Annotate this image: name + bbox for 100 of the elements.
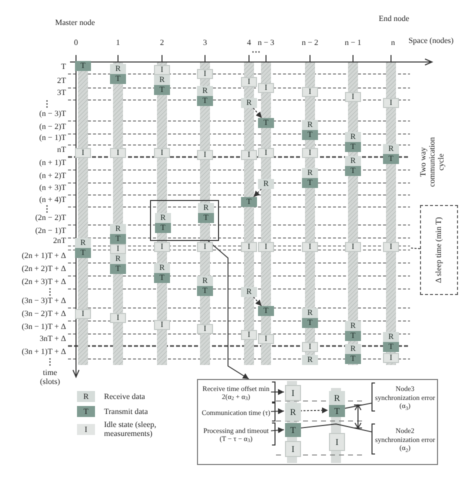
node-title: Master node	[55, 18, 95, 27]
time-slot-label: (n + 3)T	[38, 183, 66, 193]
idle-block: I	[302, 342, 318, 352]
idle-block: I	[154, 65, 170, 75]
idle-block: I	[197, 324, 213, 334]
time-slot-label: (2n − 1)T	[34, 226, 66, 236]
time-slot-label: 2nT	[52, 236, 66, 246]
transmit-block: T	[110, 234, 126, 244]
axis-title: Space (nodes)	[408, 36, 454, 45]
idle-block: I	[154, 320, 170, 330]
receive-block: R	[302, 355, 318, 365]
time-slot-label: (n − 1)T	[38, 133, 66, 143]
receive-block: R	[75, 238, 91, 248]
time-slot-label: (3n − 3)T + Δ	[20, 296, 66, 306]
time-slot-label: 2T	[56, 76, 66, 86]
receive-block: R	[383, 144, 399, 154]
time-slot-label: (n + 1)T	[38, 158, 66, 168]
time-slot-label: 3nT + Δ	[38, 334, 66, 344]
transmit-block: T	[197, 286, 213, 296]
sleep-time-note: Δ sleep time (min T)	[434, 216, 444, 285]
time-slot-label: (3n − 2)T + Δ	[20, 309, 66, 319]
idle-block: I	[110, 313, 126, 323]
arrow	[208, 240, 250, 380]
receive-block: R	[345, 344, 361, 354]
receive-block: R	[302, 168, 318, 178]
highlight-frame	[150, 200, 219, 241]
cycle-label: Two way communication cycle	[418, 136, 446, 189]
time-slot-label: (2n + 3)T + Δ	[20, 277, 66, 287]
time-slot-label: (2n + 1)T + Δ	[20, 251, 66, 261]
transmit-block: T	[302, 318, 318, 328]
legend-letter: I	[84, 426, 88, 434]
transmit-block: T	[285, 423, 301, 437]
legend-letter: T	[84, 408, 88, 416]
time-slot-label: (n + 4)T	[38, 195, 66, 205]
transmit-block: T	[383, 342, 399, 352]
node-number: 3	[202, 38, 208, 47]
idle-block: I	[197, 150, 213, 160]
receive-block: R	[241, 98, 257, 108]
receive-block: R	[302, 120, 318, 130]
time-slot-label: 3T	[56, 88, 66, 98]
idle-block: I	[154, 242, 170, 252]
transmit-block: T	[383, 154, 399, 164]
idle-block: I	[241, 242, 257, 252]
transmit-block: T	[345, 331, 361, 341]
transmit-block: T	[75, 61, 91, 71]
transmit-block: T	[345, 166, 361, 176]
arrow	[270, 389, 284, 395]
receive-block: R	[258, 179, 274, 189]
receive-block: R	[345, 321, 361, 331]
idle-block: I	[197, 242, 213, 252]
receive-block: R	[285, 403, 301, 421]
idle-block: I	[302, 148, 318, 158]
transmit-block: T	[198, 213, 214, 223]
transmit-block: T	[258, 118, 274, 128]
idle-block: I	[329, 433, 345, 451]
node-number: 1	[115, 38, 121, 47]
idle-block: I	[258, 83, 274, 93]
idle-block: I	[383, 353, 399, 363]
node-number: n − 2	[300, 38, 320, 47]
node-title: End node	[378, 14, 410, 23]
time-slot-label: nT	[56, 145, 66, 155]
transmit-block: T	[329, 405, 345, 417]
receive-block: R	[383, 332, 399, 342]
idle-block: I	[258, 334, 274, 344]
receive-block: R	[155, 213, 171, 223]
receive-block: R	[110, 254, 126, 264]
idle-block: I	[285, 385, 301, 401]
receive-block: R	[329, 391, 345, 405]
legend-text: Idle state (sleep, measurements)	[104, 420, 158, 438]
receive-block: R	[154, 75, 170, 85]
time-slot-label: (n + 2)T	[38, 171, 66, 181]
dashed-box	[420, 205, 458, 295]
time-slot-label: (n − 2)T	[38, 122, 66, 132]
receive-block: R	[197, 86, 213, 96]
receive-block: R	[241, 287, 257, 297]
transmit-block: T	[155, 223, 171, 233]
transmit-block: T	[197, 96, 213, 106]
node-number: n − 3	[256, 38, 276, 47]
time-slot-label: (2n + 2)T + Δ	[20, 264, 66, 274]
idle-block: I	[383, 242, 399, 252]
axis-title: time (slots)	[39, 368, 61, 386]
time-slot-label: (n − 3)T	[38, 109, 66, 119]
idle-block: I	[302, 242, 318, 252]
idle-block: I	[383, 98, 399, 108]
transmit-block: T	[154, 273, 170, 283]
idle-block: I	[285, 441, 301, 457]
receive-block: R	[154, 263, 170, 273]
dashed-arrow	[253, 188, 262, 198]
transmit-block: T	[75, 248, 91, 258]
legend-letter: R	[83, 392, 89, 400]
receive-block: R	[302, 308, 318, 318]
transmit-block: T	[110, 264, 126, 274]
idle-block: I	[345, 242, 361, 252]
inset-panel	[197, 379, 438, 465]
node-number: 2	[159, 38, 165, 47]
time-slot-label: T	[60, 62, 66, 72]
node-number: n	[390, 38, 396, 47]
idle-block: I	[302, 87, 318, 97]
idle-block: I	[345, 92, 361, 102]
node-number: n − 1	[344, 38, 362, 47]
